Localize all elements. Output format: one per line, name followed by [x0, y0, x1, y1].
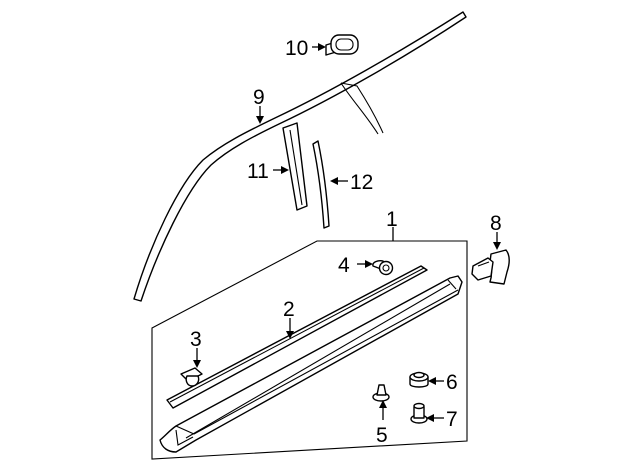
callout-12: 12	[350, 171, 373, 194]
door-frame-edge	[340, 82, 384, 135]
rocker-assembly-outline	[151, 240, 468, 460]
callout-5: 5	[376, 424, 388, 447]
pillar-molding-front	[282, 122, 308, 211]
nut-part-7	[410, 402, 428, 424]
pillar-molding-rear	[312, 140, 330, 229]
clip-part-5	[372, 384, 390, 402]
mudguard-bracket-part-8	[471, 249, 510, 285]
callout-10: 10	[285, 37, 308, 60]
leader-lines	[193, 43, 501, 422]
callout-1: 1	[386, 208, 398, 231]
roof-molding	[133, 11, 467, 302]
push-pin-part-3	[180, 367, 203, 387]
callout-labels: 1 2 3 4 5 6 7 8 9 10 11 12	[190, 37, 502, 447]
callout-11: 11	[247, 160, 269, 183]
callout-2: 2	[283, 298, 295, 321]
callout-3: 3	[190, 328, 202, 351]
upper-molding-strip	[166, 265, 428, 409]
nut-part-6	[409, 371, 429, 388]
rocker-panel-molding	[159, 275, 463, 453]
callout-4: 4	[338, 254, 350, 277]
callout-9: 9	[253, 86, 265, 109]
grommet-part-10	[325, 34, 359, 56]
callout-6: 6	[446, 371, 458, 394]
callout-8: 8	[490, 212, 502, 235]
callout-7: 7	[446, 408, 458, 431]
push-pin-part-4	[372, 260, 394, 276]
